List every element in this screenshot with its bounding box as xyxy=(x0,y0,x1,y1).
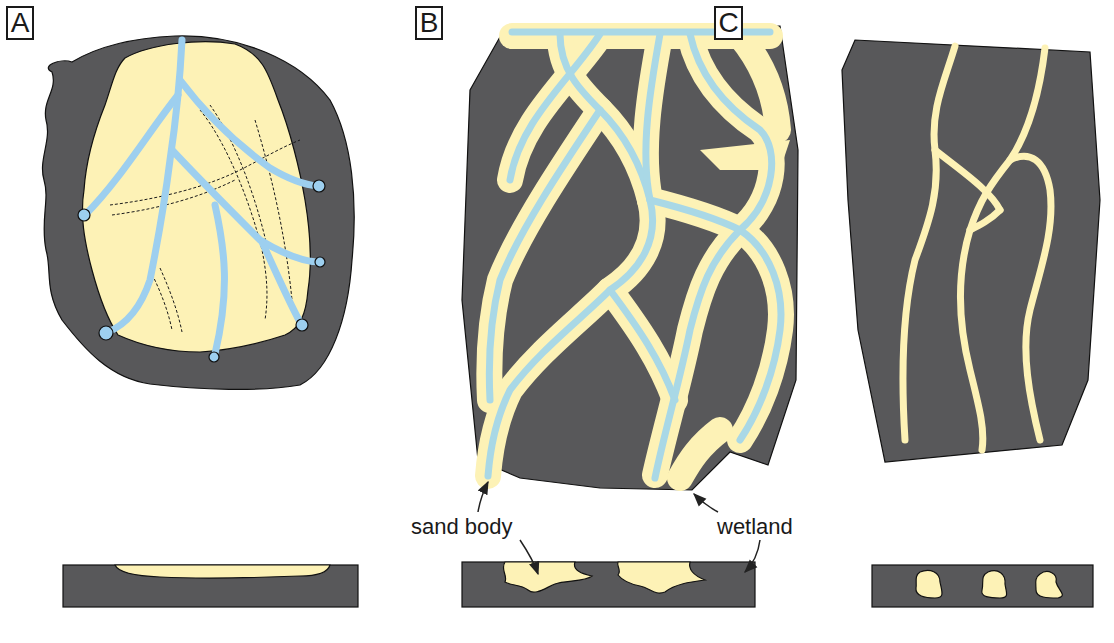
sand-body xyxy=(903,46,955,440)
sand-body-section xyxy=(115,565,330,578)
channel xyxy=(86,95,178,214)
sand-body xyxy=(489,110,600,400)
sand-body xyxy=(680,430,720,478)
channel-mouth xyxy=(99,326,113,340)
illustration-part xyxy=(903,46,1051,450)
illustration-part xyxy=(488,36,781,478)
sand-body-section xyxy=(618,562,705,593)
panel-c-plan xyxy=(842,40,1100,462)
channel xyxy=(646,34,660,200)
wetland-section xyxy=(872,565,1093,607)
wetland-label: wetland xyxy=(717,515,793,539)
sand-body-section xyxy=(503,562,592,592)
sand-body xyxy=(935,150,1000,210)
channel xyxy=(180,80,318,186)
sand-body-section xyxy=(916,570,942,598)
sand-body-section xyxy=(1036,572,1063,598)
wetland-section xyxy=(63,565,358,607)
panel-letter-box: A xyxy=(6,6,34,40)
illustration-part xyxy=(488,32,781,478)
panel-letter: A xyxy=(11,9,30,37)
channel xyxy=(610,290,675,400)
leader-arrow xyxy=(694,494,718,512)
leader-arrow xyxy=(520,540,538,574)
channel-mouth xyxy=(209,352,219,362)
leader-arrow xyxy=(745,540,760,572)
channel-mouth xyxy=(78,209,90,221)
channel-mouth xyxy=(315,257,325,267)
panel-a-plan xyxy=(42,36,354,390)
channel xyxy=(215,205,224,354)
illustration-part xyxy=(78,180,325,362)
panel-letter-box: C xyxy=(714,6,743,40)
sand-body-section xyxy=(982,571,1007,598)
sand-body xyxy=(700,140,790,170)
sand-body xyxy=(82,42,310,352)
dotted-line xyxy=(160,268,182,332)
channel xyxy=(172,150,320,262)
channel xyxy=(510,34,600,180)
leader-arrow xyxy=(478,482,488,512)
illustration-part xyxy=(110,105,300,332)
panel-letter-box: B xyxy=(415,6,443,40)
wetland-area xyxy=(462,26,798,490)
panel-letter: B xyxy=(420,9,439,37)
channel xyxy=(108,40,182,332)
wetland-area xyxy=(42,36,354,390)
channel xyxy=(650,200,781,440)
channel-mouth xyxy=(313,180,325,192)
sand-body xyxy=(610,290,675,400)
cross-sections xyxy=(63,562,1093,607)
panel-letter: C xyxy=(718,9,738,37)
illustration-part xyxy=(86,40,320,354)
channel xyxy=(488,34,653,476)
wetland-area xyxy=(842,40,1100,462)
sand-body xyxy=(1010,156,1051,440)
wetland-section xyxy=(462,562,755,607)
channel-mouth xyxy=(296,319,308,331)
channel xyxy=(489,110,600,400)
sand-body xyxy=(970,210,1000,230)
panel-b-plan xyxy=(462,26,798,490)
channel xyxy=(262,242,300,322)
sand-body xyxy=(488,36,653,476)
sand-body-label: sand body xyxy=(411,515,513,539)
